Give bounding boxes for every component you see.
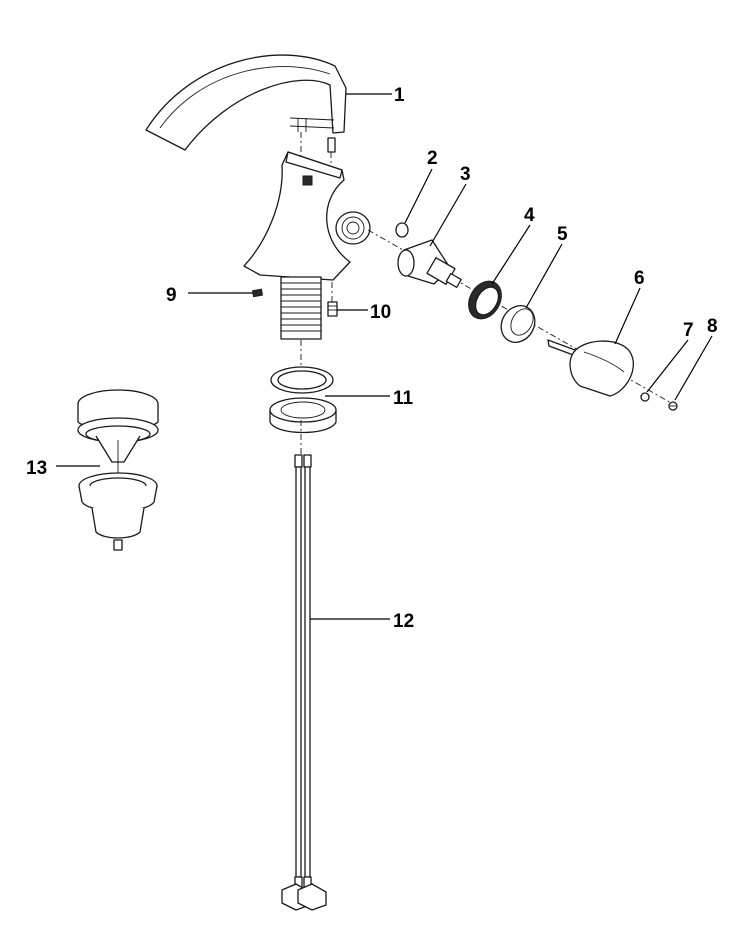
callout-2: 2 [427, 148, 438, 169]
set-screw-part [251, 288, 264, 298]
faucet-body-part [243, 151, 371, 372]
cover-sleeve-part [500, 305, 536, 343]
callout-9: 9 [166, 285, 177, 306]
leader-lines [56, 93, 713, 620]
leader-7 [646, 339, 689, 393]
screw-part [668, 401, 678, 411]
leader-6 [614, 287, 641, 345]
drain-part [77, 389, 159, 551]
callout-6: 6 [634, 268, 645, 289]
cartridge-part [397, 239, 462, 288]
handle-part [547, 339, 634, 397]
callout-8: 8 [707, 316, 718, 337]
callout-5: 5 [557, 224, 568, 245]
callout-1: 1 [394, 85, 405, 106]
leader-4 [491, 224, 531, 285]
threaded-ring-part [468, 280, 502, 320]
cap-part [640, 392, 650, 402]
gasket-ring-part [270, 366, 334, 394]
o-ring-small-part [395, 222, 409, 238]
callout-4: 4 [524, 205, 535, 226]
spout-part [145, 54, 347, 170]
leader-8 [674, 335, 713, 401]
leader-5 [525, 243, 563, 309]
flex-hoses-part [281, 454, 327, 911]
leader-3 [429, 183, 467, 247]
callout-3: 3 [460, 164, 471, 185]
callout-7: 7 [683, 320, 694, 341]
callout-11: 11 [393, 388, 414, 409]
callout-12: 12 [393, 611, 414, 632]
callout-10: 10 [370, 302, 391, 323]
insert-part [327, 282, 338, 317]
callout-13: 13 [26, 458, 47, 479]
mounting-nut-part [269, 397, 337, 455]
callout-labels: 1 2 3 4 5 6 7 8 9 10 11 12 13 [26, 85, 718, 632]
leader-2 [404, 168, 433, 224]
